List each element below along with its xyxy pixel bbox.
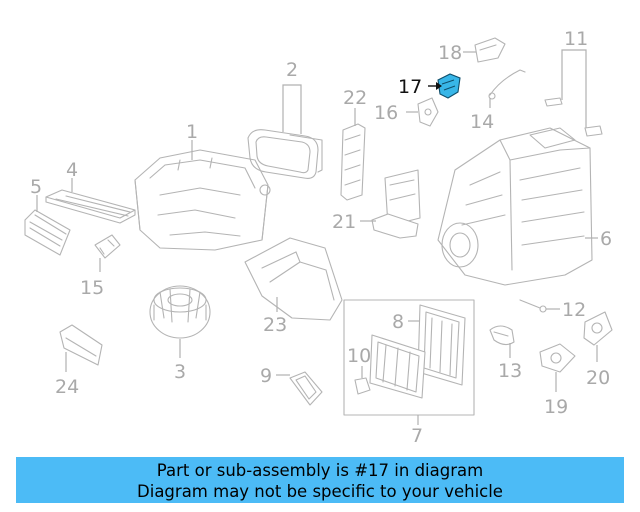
part-16-actuator[interactable] xyxy=(406,97,439,127)
part-21-plate[interactable] xyxy=(360,169,421,239)
banner-line-part: Part or sub-assembly is #17 in diagram xyxy=(156,461,484,480)
part-13-hose[interactable] xyxy=(489,325,515,358)
callout-9[interactable]: 9 xyxy=(260,365,272,387)
callout-21[interactable]: 21 xyxy=(332,211,356,233)
callout-7[interactable]: 7 xyxy=(411,425,423,447)
part-8-evaporator[interactable] xyxy=(408,304,466,386)
part-20-actuator[interactable] xyxy=(583,311,613,362)
banner-line-disclaimer: Diagram may not be specific to your vehi… xyxy=(137,482,503,501)
callout-24[interactable]: 24 xyxy=(55,376,79,398)
part-5-bracket[interactable] xyxy=(24,195,71,256)
callout-17[interactable]: 17 xyxy=(398,76,422,98)
part-9-gasket[interactable] xyxy=(276,371,323,406)
callout-12[interactable]: 12 xyxy=(562,299,586,321)
part-19-actuator[interactable] xyxy=(539,343,576,392)
callout-3[interactable]: 3 xyxy=(174,361,186,383)
callout-4[interactable]: 4 xyxy=(66,159,78,181)
part-1-housing[interactable] xyxy=(134,140,271,251)
part-23-case[interactable] xyxy=(244,237,343,321)
callout-2[interactable]: 2 xyxy=(286,59,298,81)
part-11-hoses[interactable] xyxy=(544,49,603,137)
callout-8[interactable]: 8 xyxy=(392,311,404,333)
part-15-sensor[interactable] xyxy=(94,234,121,272)
callout-23[interactable]: 23 xyxy=(263,314,287,336)
part-24-module[interactable] xyxy=(59,324,103,372)
part-10-heater-core[interactable] xyxy=(354,334,426,399)
part-22-core[interactable] xyxy=(340,108,366,201)
part-14-lever[interactable] xyxy=(488,69,526,108)
part-12-pin[interactable] xyxy=(519,299,560,313)
callout-13[interactable]: 13 xyxy=(498,360,522,382)
callout-14[interactable]: 14 xyxy=(470,111,494,133)
callout-22[interactable]: 22 xyxy=(343,87,367,109)
callout-6[interactable]: 6 xyxy=(600,228,612,250)
callout-19[interactable]: 19 xyxy=(544,396,568,418)
part-18-connector[interactable] xyxy=(463,37,506,63)
part-3-blower[interactable] xyxy=(149,285,211,358)
callout-11[interactable]: 11 xyxy=(564,28,588,50)
callout-18[interactable]: 18 xyxy=(438,42,462,64)
part-2-seal[interactable] xyxy=(247,84,323,179)
callout-20[interactable]: 20 xyxy=(586,367,610,389)
callout-15[interactable]: 15 xyxy=(80,277,104,299)
part-4-filter[interactable] xyxy=(45,178,136,224)
part-17-highlighted-actuator[interactable] xyxy=(428,73,461,99)
part-6-hvac-assembly[interactable] xyxy=(437,127,598,286)
callout-1[interactable]: 1 xyxy=(186,121,198,143)
part-7-group[interactable] xyxy=(343,299,475,425)
callout-5[interactable]: 5 xyxy=(30,176,42,198)
info-banner: Part or sub-assembly is #17 in diagram D… xyxy=(16,457,624,503)
callout-16[interactable]: 16 xyxy=(374,102,398,124)
callout-10[interactable]: 10 xyxy=(347,345,371,367)
